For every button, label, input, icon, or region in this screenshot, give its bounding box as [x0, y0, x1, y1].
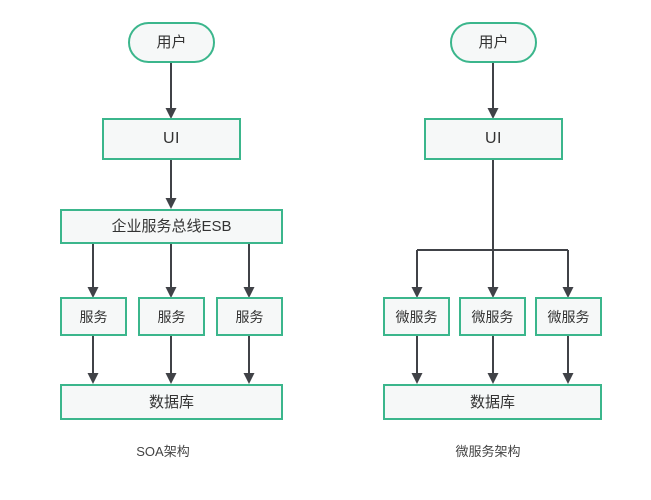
microservices-node-user-label: 用户: [478, 34, 509, 51]
soa-node-user[interactable]: 用户: [128, 22, 215, 63]
microservices-node-service-3-label: 微服务: [547, 308, 590, 325]
soa-node-database-label: 数据库: [148, 393, 194, 411]
microservices-connectors: [411, 62, 574, 384]
soa-node-service-2-label: 服务: [157, 308, 186, 325]
microservices-node-service-2-label: 微服务: [471, 308, 514, 325]
microservices-node-service-1-label: 微服务: [395, 308, 438, 325]
soa-panel-caption: SOA架构: [136, 444, 190, 459]
soa-node-ui-label: UI: [163, 130, 180, 147]
soa-node-service-3-label: 服务: [235, 308, 264, 325]
microservices-panel-caption: 微服务架构: [455, 444, 521, 459]
soa-node-enterprise-service-bus[interactable]: 企业服务总线ESB: [60, 209, 283, 244]
microservices-node-service-2[interactable]: 微服务: [459, 297, 526, 336]
soa-node-service-1[interactable]: 服务: [60, 297, 127, 336]
soa-node-database[interactable]: 数据库: [60, 384, 283, 420]
soa-node-service-3[interactable]: 服务: [216, 297, 283, 336]
microservices-node-database[interactable]: 数据库: [383, 384, 602, 420]
soa-node-service-2[interactable]: 服务: [138, 297, 205, 336]
soa-connectors: [87, 62, 255, 384]
microservices-node-ui-label: UI: [485, 130, 502, 147]
microservices-node-ui[interactable]: UI: [424, 118, 563, 160]
microservices-node-service-1[interactable]: 微服务: [383, 297, 450, 336]
soa-node-service-1-label: 服务: [79, 308, 108, 325]
microservices-node-service-3[interactable]: 微服务: [535, 297, 602, 336]
soa-node-ui[interactable]: UI: [102, 118, 241, 160]
soa-architecture-panel: 用户 UI 企业服务总线ESB 服务 服务 服务 数据库 SOA架构: [60, 22, 283, 459]
soa-node-enterprise-service-bus-label: 企业服务总线ESB: [111, 218, 232, 235]
soa-node-user-label: 用户: [156, 34, 187, 51]
microservices-architecture-panel: 用户 UI 微服务 微服务 微服务 数据库 微服务架构: [325, 0, 651, 500]
microservices-node-database-label: 数据库: [469, 393, 515, 411]
microservices-node-user[interactable]: 用户: [450, 22, 537, 63]
